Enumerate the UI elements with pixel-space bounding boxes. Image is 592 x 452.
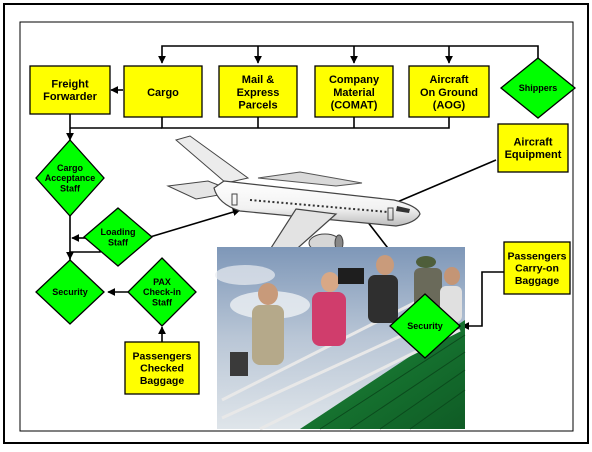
pax-carry-on-line-1: Passengers xyxy=(508,251,567,263)
mail-line-3: Parcels xyxy=(238,100,277,112)
pax-checkin-line-1: PAX xyxy=(153,277,171,287)
security-left-line-1: Security xyxy=(52,287,88,297)
pax-checkin-line-3: Staff xyxy=(152,298,173,308)
pax-checked-line-2: Checked xyxy=(140,363,184,375)
cargo-acceptance-line-2: Acceptance xyxy=(45,173,96,183)
cargo-acceptance-line-1: Cargo xyxy=(57,163,84,173)
shippers-line-1: Shippers xyxy=(519,83,558,93)
aog-line-1: Aircraft xyxy=(429,74,468,86)
cargo-box: Cargo xyxy=(123,65,203,118)
shippers-label: Shippers xyxy=(519,83,558,93)
security-left-diamond: Security xyxy=(35,259,105,325)
aog-line-3: (AOG) xyxy=(433,100,466,112)
pax-carry-on-line-2: Carry-on xyxy=(515,263,559,275)
comat-line-3: (COMAT) xyxy=(331,100,378,112)
security-right-line-1: Security xyxy=(407,321,443,331)
aircraft-equipment-line-2: Equipment xyxy=(505,149,562,161)
security-right-diamond: Security xyxy=(389,293,461,359)
aircraft-equipment-line-1: Aircraft xyxy=(513,137,552,149)
cargo-label: Cargo xyxy=(147,87,179,99)
comat-line-2: Material xyxy=(333,87,375,99)
loading-staff-line-1: Loading xyxy=(101,227,136,237)
freight-forwarder-line-2: Forwarder xyxy=(43,91,98,103)
comat-line-1: Company xyxy=(329,74,380,86)
pax-checked-line-3: Baggage xyxy=(140,375,185,387)
cargo-acceptance-line-3: Staff xyxy=(60,184,81,194)
loading-staff-line-2: Staff xyxy=(108,237,129,247)
pax-carry-on-line-3: Baggage xyxy=(515,275,560,287)
freight-forwarder-line-1: Freight xyxy=(51,79,89,91)
pax-checked-line-1: Passengers xyxy=(133,351,192,363)
security-left-label: Security xyxy=(52,287,88,297)
cargo-line-1: Cargo xyxy=(147,87,179,99)
aog-line-2: On Ground xyxy=(420,87,478,99)
shippers-diamond: Shippers xyxy=(499,57,577,119)
passenger-figures xyxy=(230,255,462,376)
mail-line-1: Mail & xyxy=(242,74,274,86)
mail-line-2: Express xyxy=(237,87,280,99)
pax-checkin-line-2: Check-in xyxy=(143,287,181,297)
inner-frame xyxy=(19,21,574,432)
security-right-label: Security xyxy=(407,321,443,331)
